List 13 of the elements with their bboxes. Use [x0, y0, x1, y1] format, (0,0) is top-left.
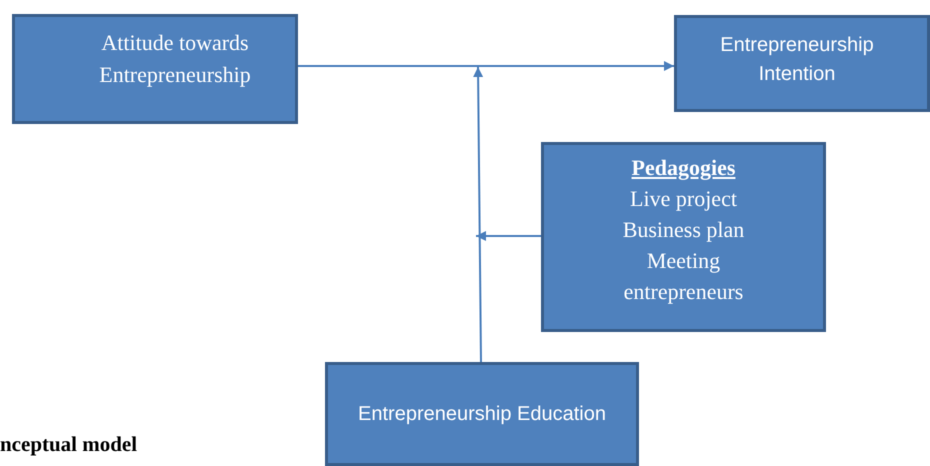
concept-box [541, 142, 826, 332]
box-text: Entrepreneurship Intention [719, 32, 875, 86]
box-heading: Pedagogies [632, 154, 736, 182]
box-text: Entrepreneurship Education [358, 402, 606, 426]
concept-box [325, 362, 639, 466]
box-text: Live project Business plan Meeting entrepreneurs [622, 185, 746, 306]
concept-box [12, 14, 298, 124]
box-text: Attitude towards Entrepreneurship [98, 29, 252, 89]
arrow [476, 231, 541, 241]
arrow [298, 61, 674, 71]
arrow [473, 67, 484, 362]
caption-text: nceptual model [0, 432, 138, 457]
concept-box [674, 15, 930, 112]
